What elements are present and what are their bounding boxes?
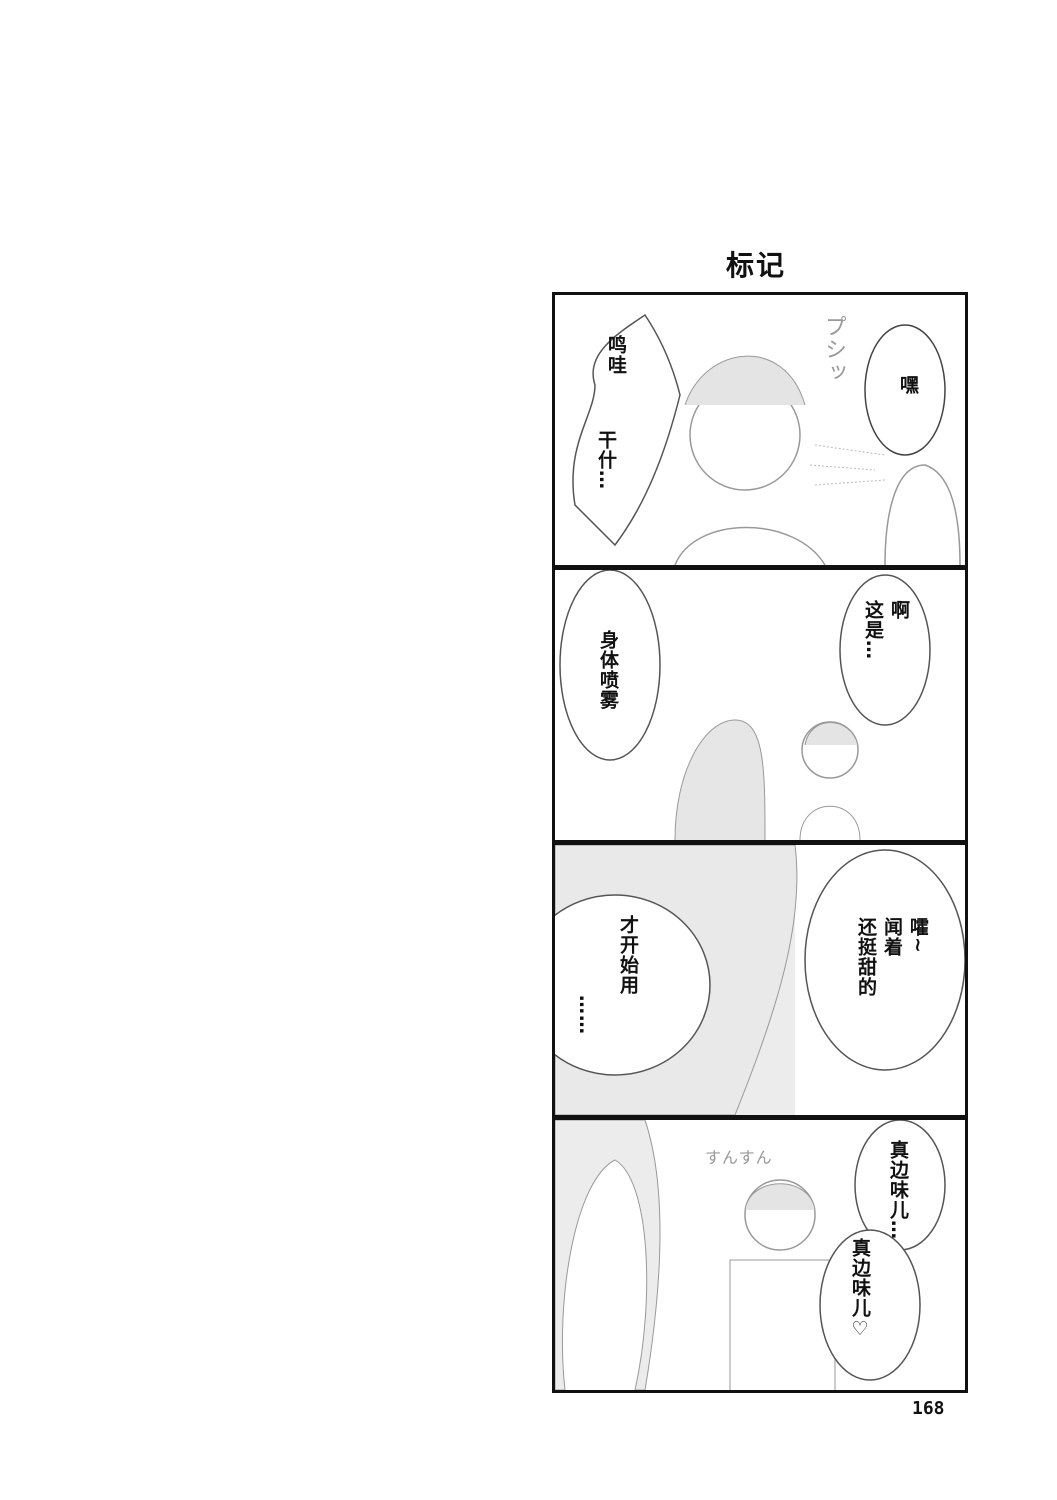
speech-bubble-text: 鸣哇 bbox=[605, 335, 627, 375]
panel-1-artwork bbox=[572, 313, 961, 565]
speech-bubble-text: 干什… bbox=[595, 430, 617, 490]
panel-3: 才开始用 …… 嚯~ 闻着 还挺甜的 bbox=[552, 842, 968, 1118]
panel-3-artwork bbox=[555, 845, 965, 1115]
panel-2: 身体喷雾 啊 这是… bbox=[552, 567, 968, 843]
speech-bubble-text: 嚯~ 闻着 还挺甜的 bbox=[855, 917, 929, 997]
speech-bubble-text: 啊 这是… bbox=[862, 600, 910, 660]
speech-bubble-text: 身体喷雾 bbox=[597, 630, 619, 710]
sound-effect: プシッ bbox=[821, 315, 846, 384]
chapter-title: 标记 bbox=[725, 249, 786, 282]
speech-bubble-text: 嘿 bbox=[897, 375, 919, 395]
speech-bubble-text: 真边味儿… bbox=[887, 1140, 909, 1240]
panel-2-artwork bbox=[559, 570, 931, 840]
sound-effect: すんすん bbox=[705, 1148, 773, 1167]
speech-bubble-text: …… bbox=[575, 995, 597, 1035]
speech-bubble-text: 真边味儿♡ bbox=[849, 1238, 871, 1341]
panel-4-artwork bbox=[555, 1120, 946, 1390]
panel-4: 真边味儿… 真边味儿♡ すんすん bbox=[552, 1117, 968, 1393]
comic-strip: 鸣哇 干什… 嘿 プシッ 身体喷雾 啊 这是… 才开始用 …… 嚯~ 闻着 还挺… bbox=[552, 292, 968, 1393]
panel-1: 鸣哇 干什… 嘿 プシッ bbox=[552, 292, 968, 568]
speech-bubble-text: 才开始用 bbox=[617, 915, 639, 995]
page-number: 168 bbox=[912, 1398, 945, 1419]
